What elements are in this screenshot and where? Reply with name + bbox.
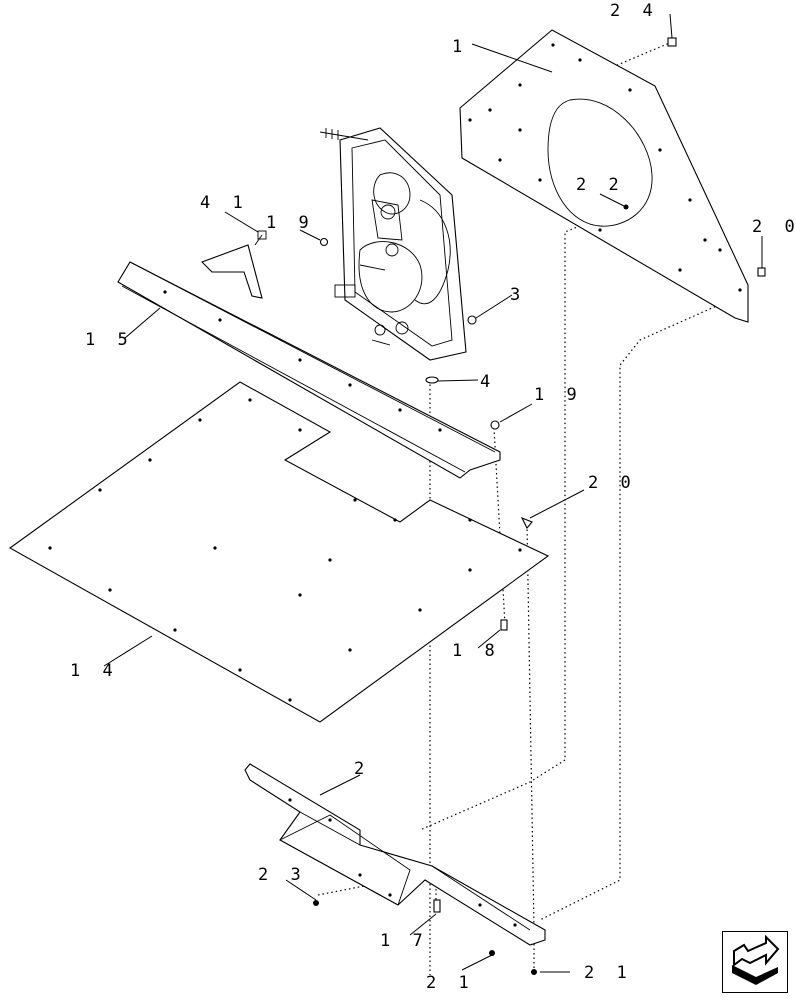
part-1-mounting-plate (459, 29, 749, 323)
navigation-box[interactable] (722, 931, 788, 993)
callout-21-right: 2 1 (584, 963, 633, 983)
callout-17: 1 7 (380, 931, 429, 951)
callout-14: 1 4 (70, 661, 119, 681)
callout-3: 3 (510, 285, 526, 305)
gearbox-assembly (319, 127, 467, 361)
callout-22: 2 2 (576, 175, 625, 195)
callout-15: 1 5 (85, 330, 134, 350)
callout-1: 1 (452, 37, 468, 57)
callout-23: 2 3 (258, 865, 307, 885)
callout-24: 2 4 (610, 1, 659, 21)
part-15-rail (117, 261, 501, 479)
part-14-floor-plate (8, 381, 550, 723)
callout-labels: 1 2 4 2 2 2 0 4 1 1 9 3 1 5 4 1 9 2 0 1 … (70, 1, 796, 993)
leader-lines (103, 13, 763, 973)
folder-arrow-icon (732, 934, 780, 985)
callout-2: 2 (354, 759, 370, 779)
callout-20-top: 2 0 (752, 217, 796, 237)
callout-19-top: 1 9 (266, 213, 315, 233)
part-41-bracket (201, 230, 267, 299)
callout-18: 1 8 (452, 641, 501, 661)
callout-4: 4 (480, 372, 496, 392)
callout-19-mid: 1 9 (534, 385, 583, 405)
part-2-lower-support (244, 763, 546, 946)
callout-21-left: 2 1 (426, 973, 475, 993)
callout-41: 4 1 (200, 193, 249, 213)
hardware (313, 37, 766, 975)
callout-20-mid: 2 0 (588, 473, 637, 493)
